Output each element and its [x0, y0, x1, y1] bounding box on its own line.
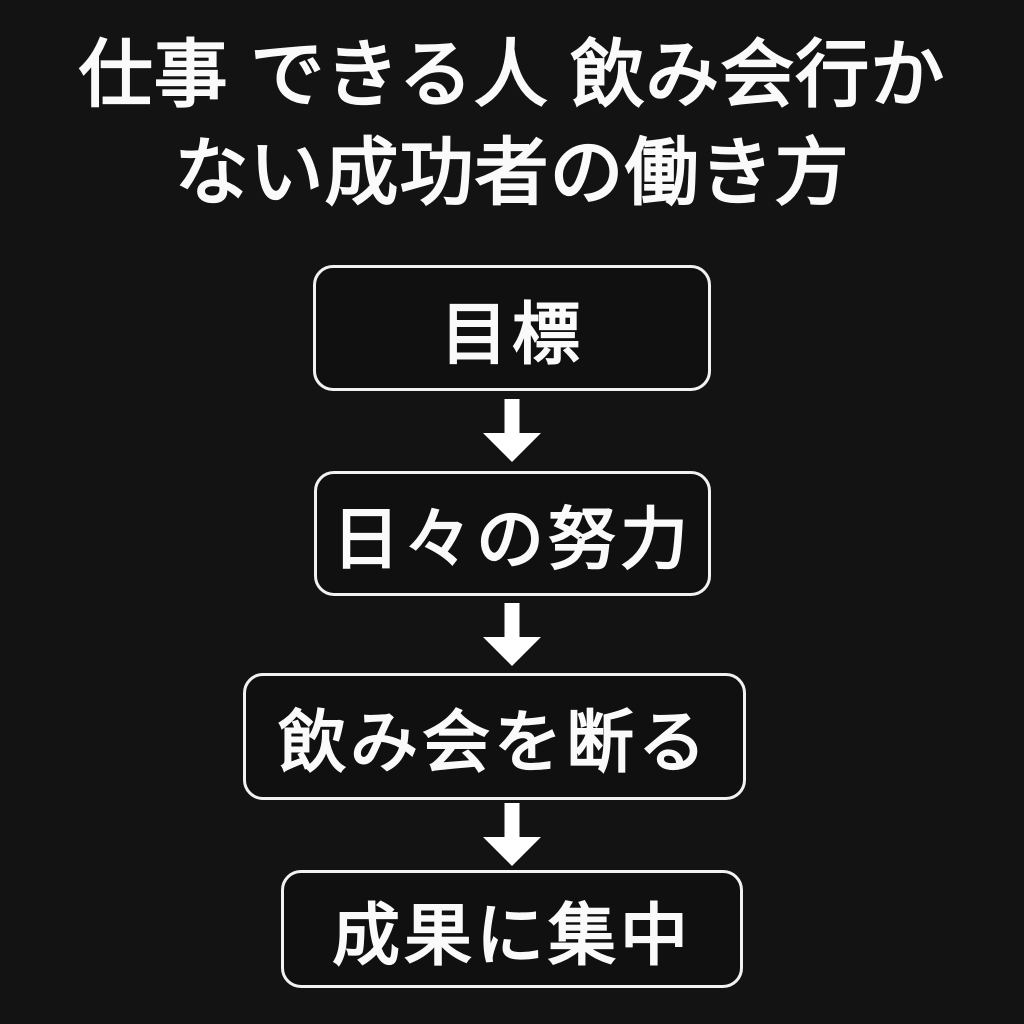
flow-step-label: 成果に集中 [331, 897, 692, 974]
down-arrow-icon [483, 602, 541, 666]
down-arrow-icon [483, 803, 541, 866]
title-line-2: ない成功者の働き方 [174, 131, 850, 214]
flowchart: 目標 日々の努力 飲み会を断る 成果に集 [242, 265, 764, 988]
title-line-1: 仕事 できる人 飲み会行か [78, 33, 946, 116]
flow-connector [482, 391, 542, 471]
flow-step-focus-on-results: 成果に集中 [281, 870, 743, 988]
page-title: 仕事 できる人 飲み会行か ない成功者の働き方 [79, 26, 946, 222]
flow-step-decline-drinking-party: 飲み会を断る [242, 673, 746, 800]
flow-step-label: 飲み会を断る [277, 705, 710, 781]
flow-connector [482, 800, 542, 870]
flow-step-daily-effort: 日々の努力 [313, 471, 711, 596]
flow-step-label: 日々の努力 [331, 502, 692, 578]
flow-connector [482, 596, 542, 673]
down-arrow-icon [483, 399, 541, 462]
flow-step-label: 目標 [439, 296, 584, 373]
flow-step-goal: 目標 [313, 265, 711, 391]
